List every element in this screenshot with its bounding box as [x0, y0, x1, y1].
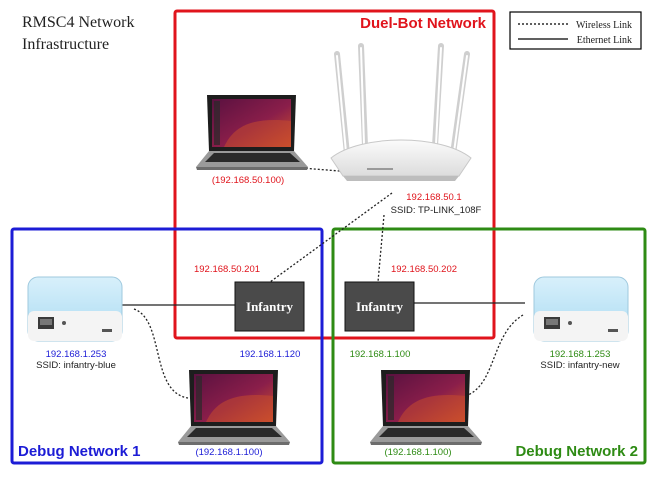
infantry-1-duel-ip: 192.168.50.201 [194, 264, 260, 275]
infantry-node-2-box [344, 281, 415, 332]
debug1-laptop-ip: (192.168.1.100) [195, 447, 262, 458]
infantry-1-debug-ip: 192.168.1.120 [240, 349, 301, 360]
debug2-laptop-ip: (192.168.1.100) [384, 447, 451, 458]
infantry-node-2: Infantry [344, 281, 415, 332]
wireless-link-ap1-laptop [133, 308, 189, 399]
diagram-title-line1: RMSC4 Network [22, 14, 134, 31]
debug-network-2-region [331, 227, 647, 465]
wireless-link-router-infantry1 [269, 192, 393, 283]
debug-network-1-label: Debug Network 1 [18, 443, 141, 460]
debug1-laptop-icon [178, 370, 290, 445]
debug2-ap-ssid: SSID: infantry-new [540, 360, 619, 371]
router-ssid: SSID: TP-LINK_108F [391, 205, 482, 216]
legend-ethernet-label: Ethernet Link [577, 35, 632, 46]
duel-laptop-ip: (192.168.50.100) [212, 175, 284, 186]
infantry-node-1-box [234, 281, 305, 332]
wireless-link-router-infantry2 [377, 214, 385, 283]
debug1-access-point-icon [27, 276, 123, 342]
diagram-title-line2: Infrastructure [22, 36, 109, 53]
router-ip: 192.168.50.1 [406, 192, 461, 203]
debug2-laptop-icon [370, 370, 482, 445]
debug2-access-point-icon [533, 276, 629, 342]
infantry-node-2-label: Infantry [356, 299, 403, 314]
infantry-2-debug-ip: 192.168.1.100 [350, 349, 411, 360]
debug-network-2-label: Debug Network 2 [515, 443, 638, 460]
legend: Wireless Link Ethernet Link [509, 11, 642, 50]
wireless-link-ap2-laptop [457, 314, 524, 399]
debug1-ap-ssid: SSID: infantry-blue [36, 360, 116, 371]
infantry-node-1-label: Infantry [246, 299, 293, 314]
debug2-ap-ip: 192.168.1.253 [550, 349, 611, 360]
debug1-ap-ip: 192.168.1.253 [46, 349, 107, 360]
duel-bot-network-label: Duel-Bot Network [360, 15, 486, 32]
infantry-2-duel-ip: 192.168.50.202 [391, 264, 457, 275]
wifi-router-icon [331, 46, 471, 181]
debug-network-1-region [10, 227, 324, 465]
legend-wireless-label: Wireless Link [576, 20, 632, 31]
infantry-node-1: Infantry [234, 281, 305, 332]
legend-box [509, 11, 642, 50]
duel-bot-laptop-icon [196, 95, 308, 170]
